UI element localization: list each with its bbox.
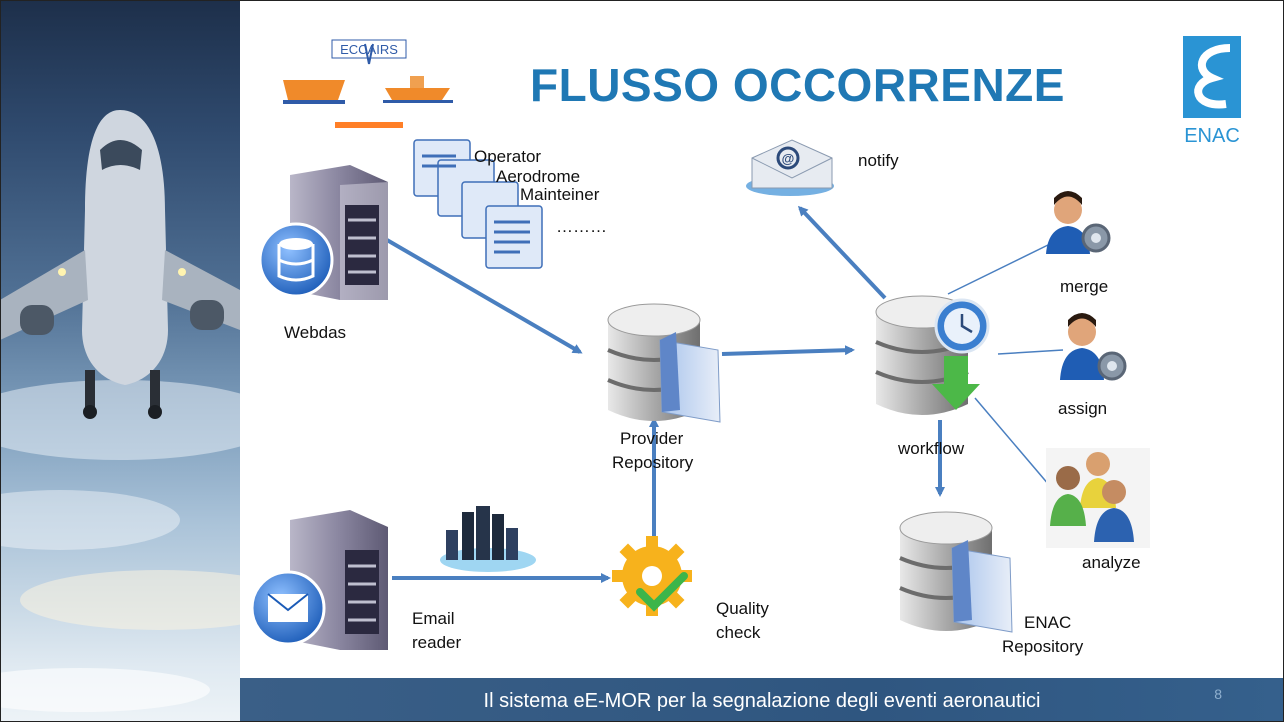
provider-database-icon — [607, 303, 721, 423]
email-reader-label-line2: reader — [412, 633, 462, 652]
doc-label-operator: Operator — [474, 147, 542, 166]
footer-bar: Il sistema eE-MOR per la segnalazione de… — [240, 678, 1284, 722]
enac-repository-label-line2: Repository — [1002, 637, 1084, 656]
enac-logo-text: ENAC — [1184, 125, 1240, 147]
clock-icon — [934, 298, 990, 354]
assign-label: assign — [1058, 399, 1108, 418]
email-reader-label-line1: Email — [412, 609, 455, 628]
doc-label-mainteiner: Mainteiner — [520, 185, 600, 204]
workflow-label: workflow — [898, 439, 965, 458]
provider-repository-label-line2: Repository — [612, 453, 694, 472]
provider-repository-label-line1: Provider — [620, 429, 684, 448]
notify-mail-icon: @ — [746, 139, 834, 196]
user-gear-icon-merge — [1046, 191, 1111, 254]
enac-repository-label-line1: ENAC — [1024, 613, 1072, 632]
download-arrow-icon — [932, 356, 980, 410]
enac-database-icon — [899, 511, 1013, 633]
database-icon — [258, 222, 334, 298]
gear-check-icon — [612, 536, 692, 616]
doc-label-aerodrome: Aerodrome — [496, 167, 581, 186]
merge-label: merge — [1060, 277, 1109, 296]
notify-label: notify — [858, 151, 899, 170]
at-sign: @ — [782, 151, 795, 166]
flow-arrows — [385, 205, 945, 583]
doc-label-more: ……… — [556, 217, 607, 236]
quality-check-label-line2: check — [716, 623, 761, 642]
user-gear-icon-assign — [1060, 313, 1127, 381]
page-title: FLUSSO OCCORRENZE — [530, 59, 1065, 111]
user-group-icon — [1046, 448, 1150, 548]
webdas-label: Webdas — [284, 323, 347, 342]
connector-lines — [947, 243, 1064, 493]
airplane-image — [0, 0, 240, 722]
enac-logo: ENAC — [1183, 36, 1241, 147]
analyze-label: analyze — [1082, 553, 1141, 572]
eccairs-logo: ECCAIRS — [283, 39, 453, 128]
mail-icon — [250, 570, 326, 646]
document-stack-icon — [413, 139, 543, 269]
cloud-servers-icon — [440, 506, 536, 572]
page-number: 8 — [1214, 686, 1222, 702]
eccairs-logo-text: ECCAIRS — [340, 42, 398, 57]
footer-text: Il sistema eE-MOR per la segnalazione de… — [483, 690, 1041, 712]
quality-check-label-line1: Quality — [716, 599, 769, 618]
